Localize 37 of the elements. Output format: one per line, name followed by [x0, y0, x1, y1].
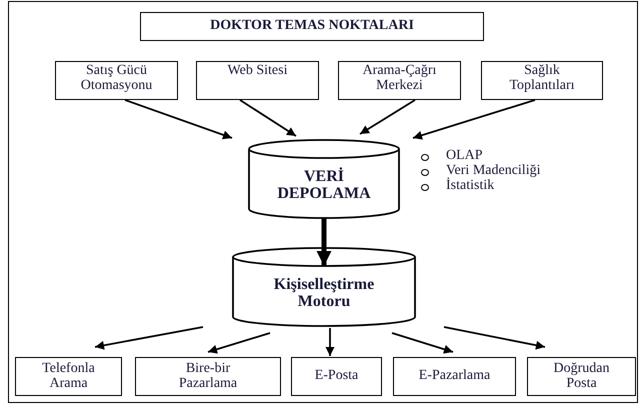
node-text: Sağlık Toplantıları — [508, 64, 576, 94]
node-text: DOKTOR TEMAS NOKTALARI — [210, 19, 414, 34]
node-text: Doğrudan Posta — [552, 362, 610, 392]
arrow — [208, 332, 270, 354]
bullet-text: İstatistik — [446, 178, 494, 194]
channel-box — [135, 357, 281, 396]
node-text: Telefonla Arama — [41, 362, 96, 392]
source-box — [481, 61, 603, 100]
node-text: Web Sitesi — [228, 64, 288, 79]
node-text: Bire-bir Pazarlama — [178, 362, 238, 392]
source-box — [196, 61, 319, 100]
arrow — [444, 326, 546, 350]
arrow — [94, 326, 204, 350]
node-text: E-Posta — [314, 369, 358, 384]
node-text: E-Pazarlama — [418, 369, 490, 384]
bullet-text: OLAP — [446, 148, 483, 164]
source-box — [55, 61, 178, 100]
arrow — [124, 99, 232, 140]
node-text: VERİ DEPOLAMA — [276, 169, 372, 203]
channel-box — [15, 357, 122, 396]
arrow — [326, 328, 334, 356]
arrow — [240, 99, 296, 137]
database-cylinder — [232, 248, 416, 326]
arrow — [360, 99, 416, 135]
node-text: Kişiselleştirme Motoru — [272, 277, 376, 311]
channel-box — [393, 357, 516, 396]
arrow — [316, 218, 332, 266]
node-text: Arama-Çağrı Merkezi — [362, 64, 438, 94]
bullet-text: Veri Madenciliği — [446, 163, 540, 178]
channel-box — [291, 357, 382, 396]
database-cylinder — [248, 140, 400, 218]
heading-box — [140, 12, 484, 41]
source-box — [338, 61, 461, 100]
arrow — [412, 99, 536, 140]
arrow — [392, 332, 454, 354]
node-text: Satış Gücü Otomasyonu — [80, 64, 154, 94]
channel-box — [527, 357, 636, 396]
